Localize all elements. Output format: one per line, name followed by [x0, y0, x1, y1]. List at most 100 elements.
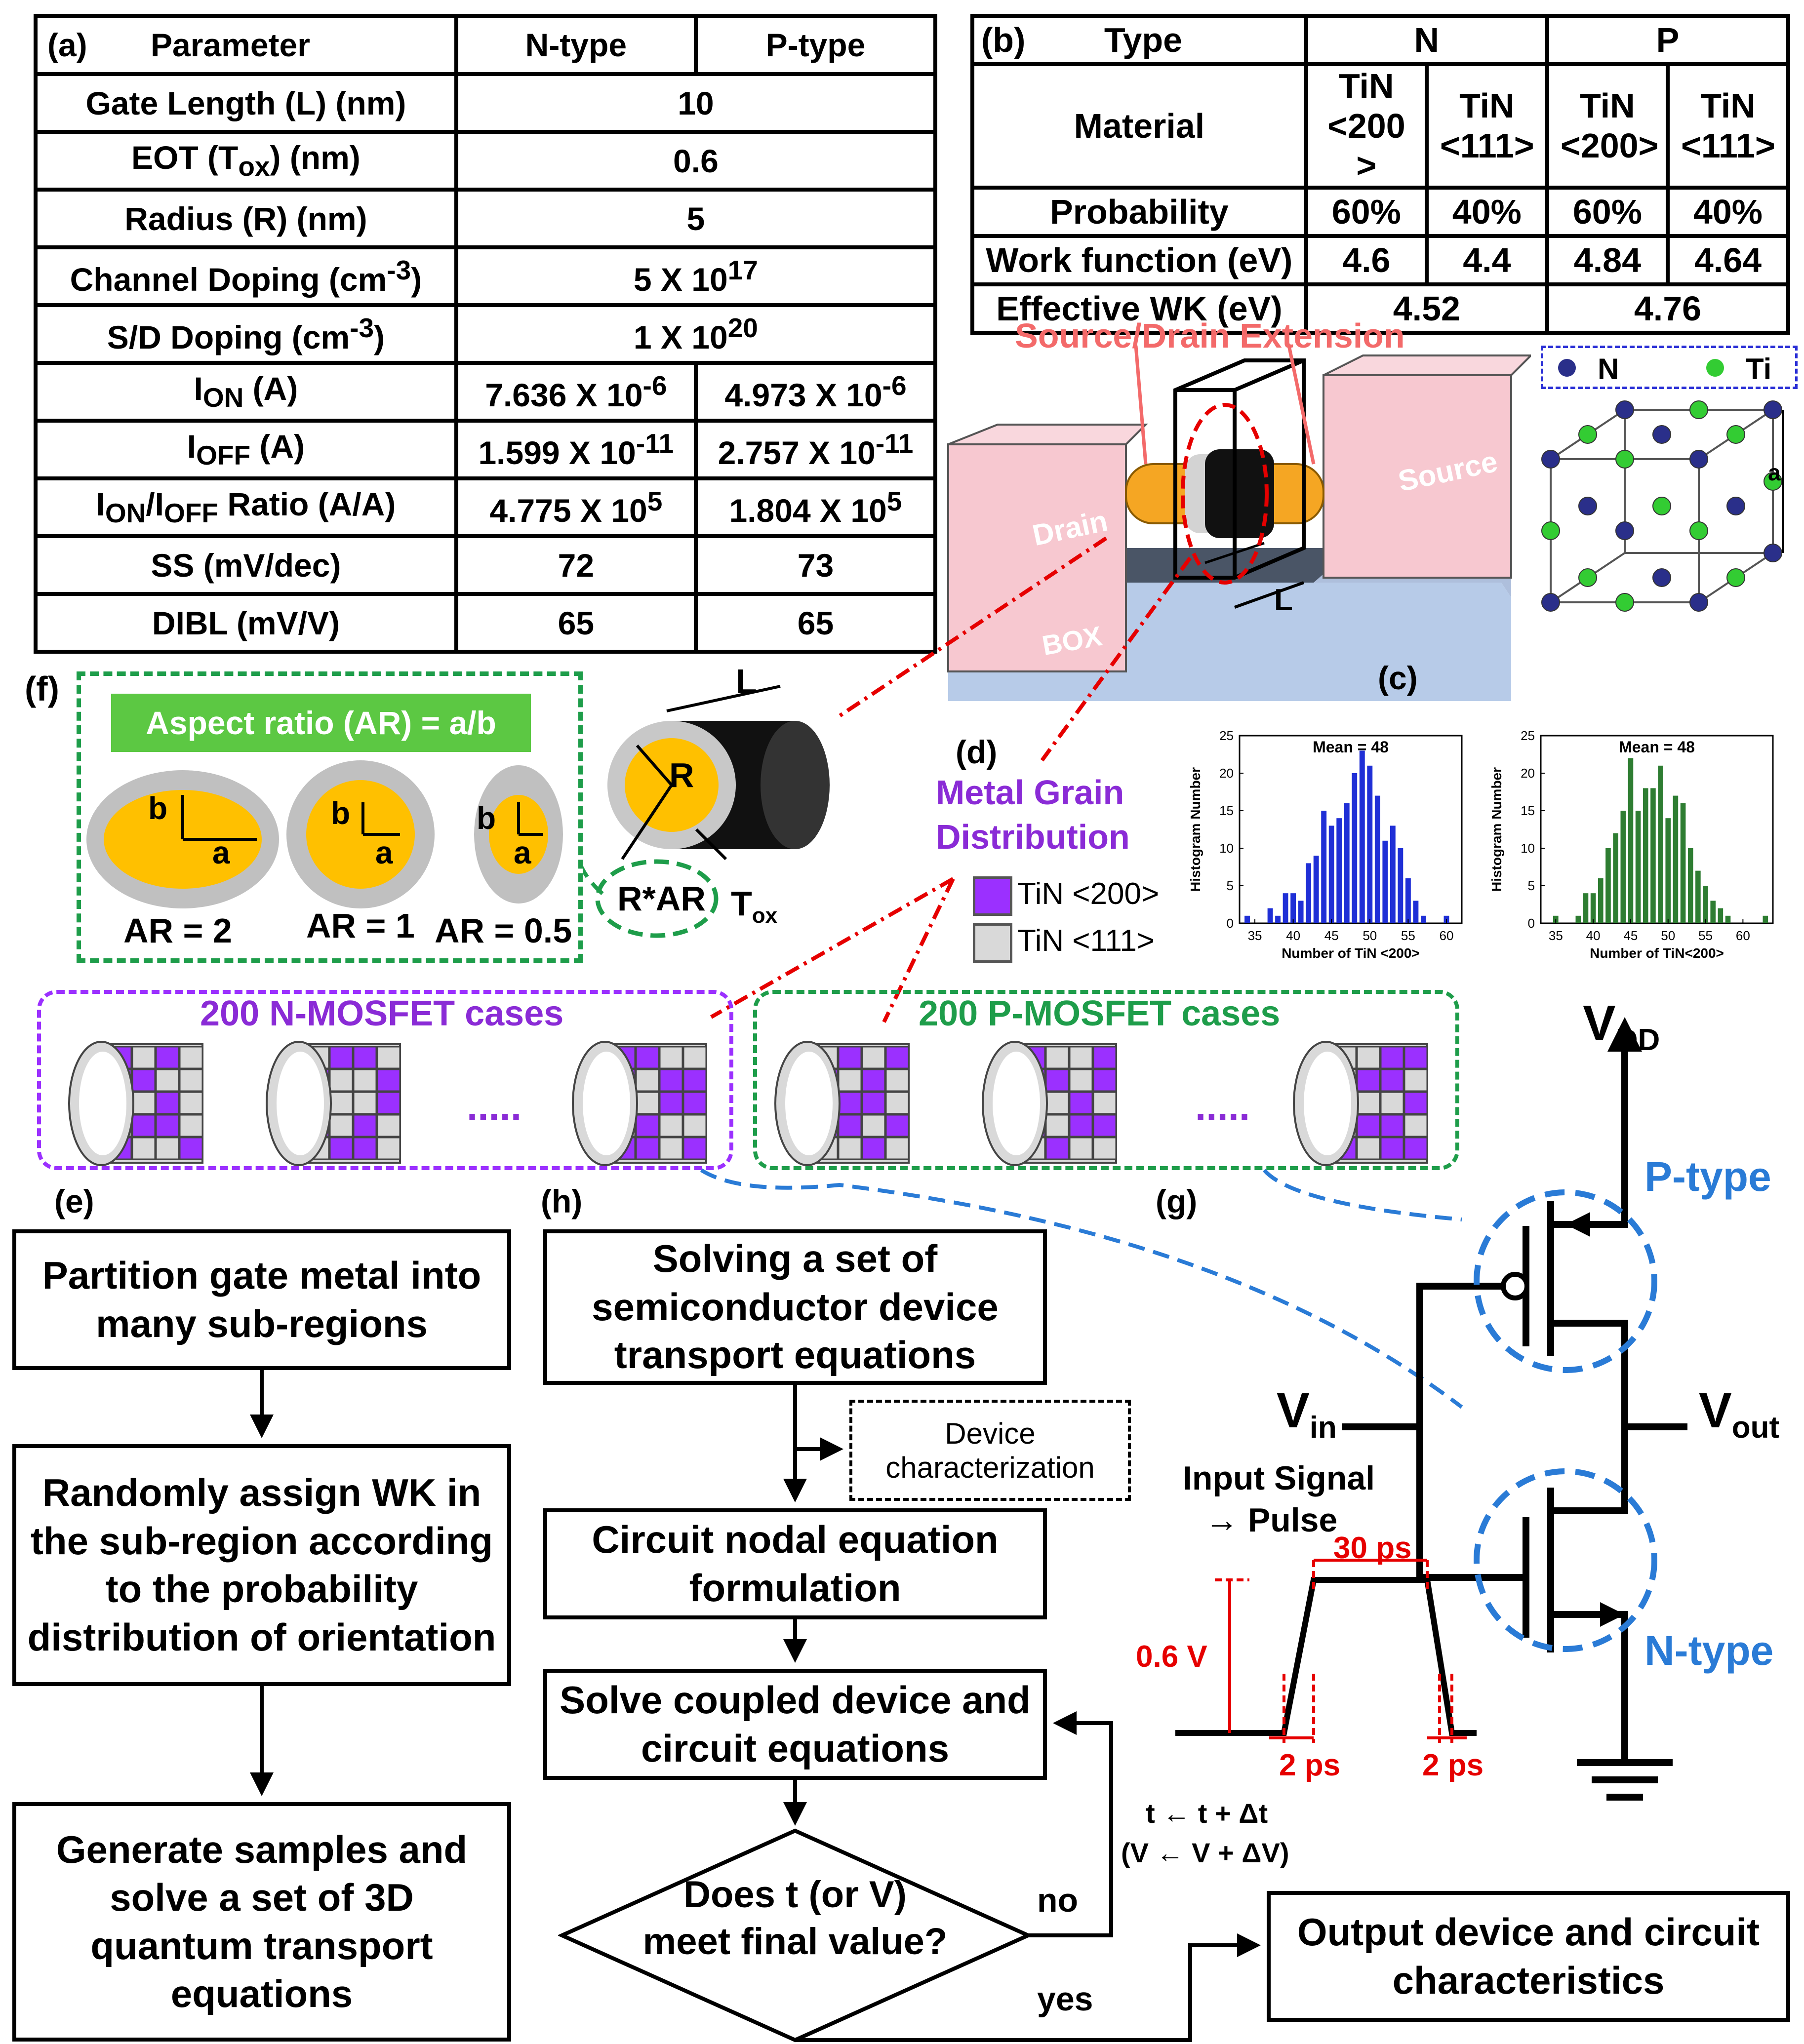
histogram-bar	[1665, 818, 1671, 923]
grain-cylinder	[266, 1041, 401, 1166]
ellipse-a-label: a	[375, 835, 393, 870]
tox-text: T	[731, 884, 752, 923]
grain-cell	[682, 1068, 707, 1092]
grain-cylinder	[68, 1041, 203, 1166]
param-cell: ION (A)	[34, 361, 458, 423]
ar-1-label: AR = 1	[306, 906, 415, 945]
fall-time-label: 2 ps	[1422, 1748, 1484, 1782]
grain-cell	[1380, 1046, 1404, 1069]
grain-cell	[329, 1068, 354, 1092]
grain-cell	[1092, 1091, 1117, 1115]
titanium-atom	[1578, 568, 1597, 587]
x-tick-label: 55	[1698, 928, 1713, 943]
grain-cell	[659, 1046, 683, 1069]
table-b-type-cell: (b) Type	[970, 14, 1308, 66]
parameter-table: (a) Parameter N-type P-type Gate Length …	[34, 14, 938, 654]
mean-label: Mean = 48	[1619, 738, 1695, 756]
grain-cell	[1092, 1068, 1117, 1092]
titanium-atom	[1615, 450, 1634, 469]
length-arrow	[1234, 581, 1305, 609]
output-characteristics: Output device and circuit characteristic…	[1267, 1891, 1790, 2022]
material-1: TiN <111>	[1440, 86, 1534, 165]
grain-cell	[376, 1137, 401, 1160]
nanowire-device-illustration	[947, 345, 1531, 701]
x-tick-label: 50	[1661, 928, 1675, 943]
histogram-bar	[1598, 878, 1604, 923]
titanium-atom	[1615, 593, 1634, 612]
gate-cylinder	[583, 685, 830, 938]
grain-cell	[1380, 1068, 1404, 1092]
grain-cell	[1403, 1137, 1428, 1160]
x-tick-label: 40	[1286, 928, 1300, 943]
effective-wk-label: Effective WK (eV)	[970, 282, 1308, 335]
grain-cell	[885, 1137, 910, 1160]
param-cell: Gate Length (L) (nm)	[34, 72, 458, 134]
x-tick-label: 45	[1324, 928, 1339, 943]
inverter-circuit	[1342, 1017, 1687, 1801]
x-axis-label: Number of TiN<200>	[1590, 945, 1724, 961]
y-tick-label: 0	[1528, 916, 1535, 931]
grain-cell	[179, 1137, 203, 1160]
y-tick-label: 10	[1219, 841, 1234, 856]
histogram-bar	[1413, 901, 1419, 923]
n-header: N	[1304, 14, 1549, 66]
param-name: ION/IOFF Ratio (A/A)	[96, 486, 396, 529]
p-mosfet-cases-panel	[753, 990, 1459, 1170]
grain-cell	[682, 1046, 707, 1069]
histogram-bar	[1673, 795, 1679, 923]
n-type-highlight	[1474, 1468, 1657, 1652]
titanium-atom	[1689, 400, 1708, 419]
grain-cell	[1356, 1137, 1381, 1160]
x-tick-label: 55	[1401, 928, 1415, 943]
param-cell: IOFF (A)	[34, 419, 458, 480]
titanium-atom	[1726, 425, 1745, 444]
gate-metal	[1205, 449, 1274, 538]
r-ar-label: R*AR	[617, 879, 706, 918]
p-type-value: 73	[693, 534, 938, 596]
device-characterization: Device characterization	[849, 1400, 1131, 1501]
histogram-bar	[1374, 795, 1380, 923]
y-tick-label: 15	[1219, 803, 1234, 818]
histogram-bar	[1620, 811, 1626, 923]
grain-cell	[1069, 1091, 1093, 1115]
grain-cell	[179, 1114, 203, 1138]
frame-line	[1204, 542, 1265, 564]
lattice-a-label: a	[1768, 460, 1781, 485]
histogram-bar	[1336, 818, 1342, 923]
header-n-type: N-type	[454, 14, 698, 76]
tin111-swatch	[973, 923, 1012, 963]
histogram-bar	[1352, 773, 1358, 923]
tin200-legend: TiN <200>	[1017, 877, 1160, 911]
nitrogen-atom	[1541, 450, 1560, 469]
grain-cell	[861, 1046, 886, 1069]
grain-cell	[155, 1137, 180, 1160]
grain-cell	[353, 1091, 377, 1115]
eff-n: 4.52	[1304, 282, 1549, 335]
partition-step: Partition gate metal into many sub-regio…	[12, 1229, 511, 1370]
material-cell: TiN <111>	[1424, 62, 1549, 190]
grain-cell	[1045, 1068, 1070, 1092]
aspect-ratio-ellipses	[86, 760, 563, 908]
histogram-bar	[1725, 915, 1731, 923]
grain-cell	[353, 1114, 377, 1138]
nitrogen-atom	[1541, 593, 1560, 612]
grain-cell	[131, 1046, 156, 1069]
histogram-bar	[1710, 901, 1716, 923]
p-header: P	[1545, 14, 1791, 66]
param-cell: DIBL (mV/V)	[34, 592, 458, 654]
grain-cell	[1069, 1046, 1093, 1069]
grain-cell	[376, 1068, 401, 1092]
pulse-label: → Pulse	[1205, 1501, 1338, 1539]
drain-top	[948, 424, 1148, 445]
histogram-bar	[1367, 765, 1373, 923]
grain-cell	[376, 1114, 401, 1138]
grain-cylinder	[774, 1041, 910, 1166]
no-label: no	[1037, 1882, 1079, 1919]
y-tick-label: 5	[1227, 878, 1234, 893]
param-value: 0.6	[454, 130, 938, 192]
tox-label: Tox	[731, 884, 777, 928]
probability-1: 40%	[1424, 185, 1549, 238]
